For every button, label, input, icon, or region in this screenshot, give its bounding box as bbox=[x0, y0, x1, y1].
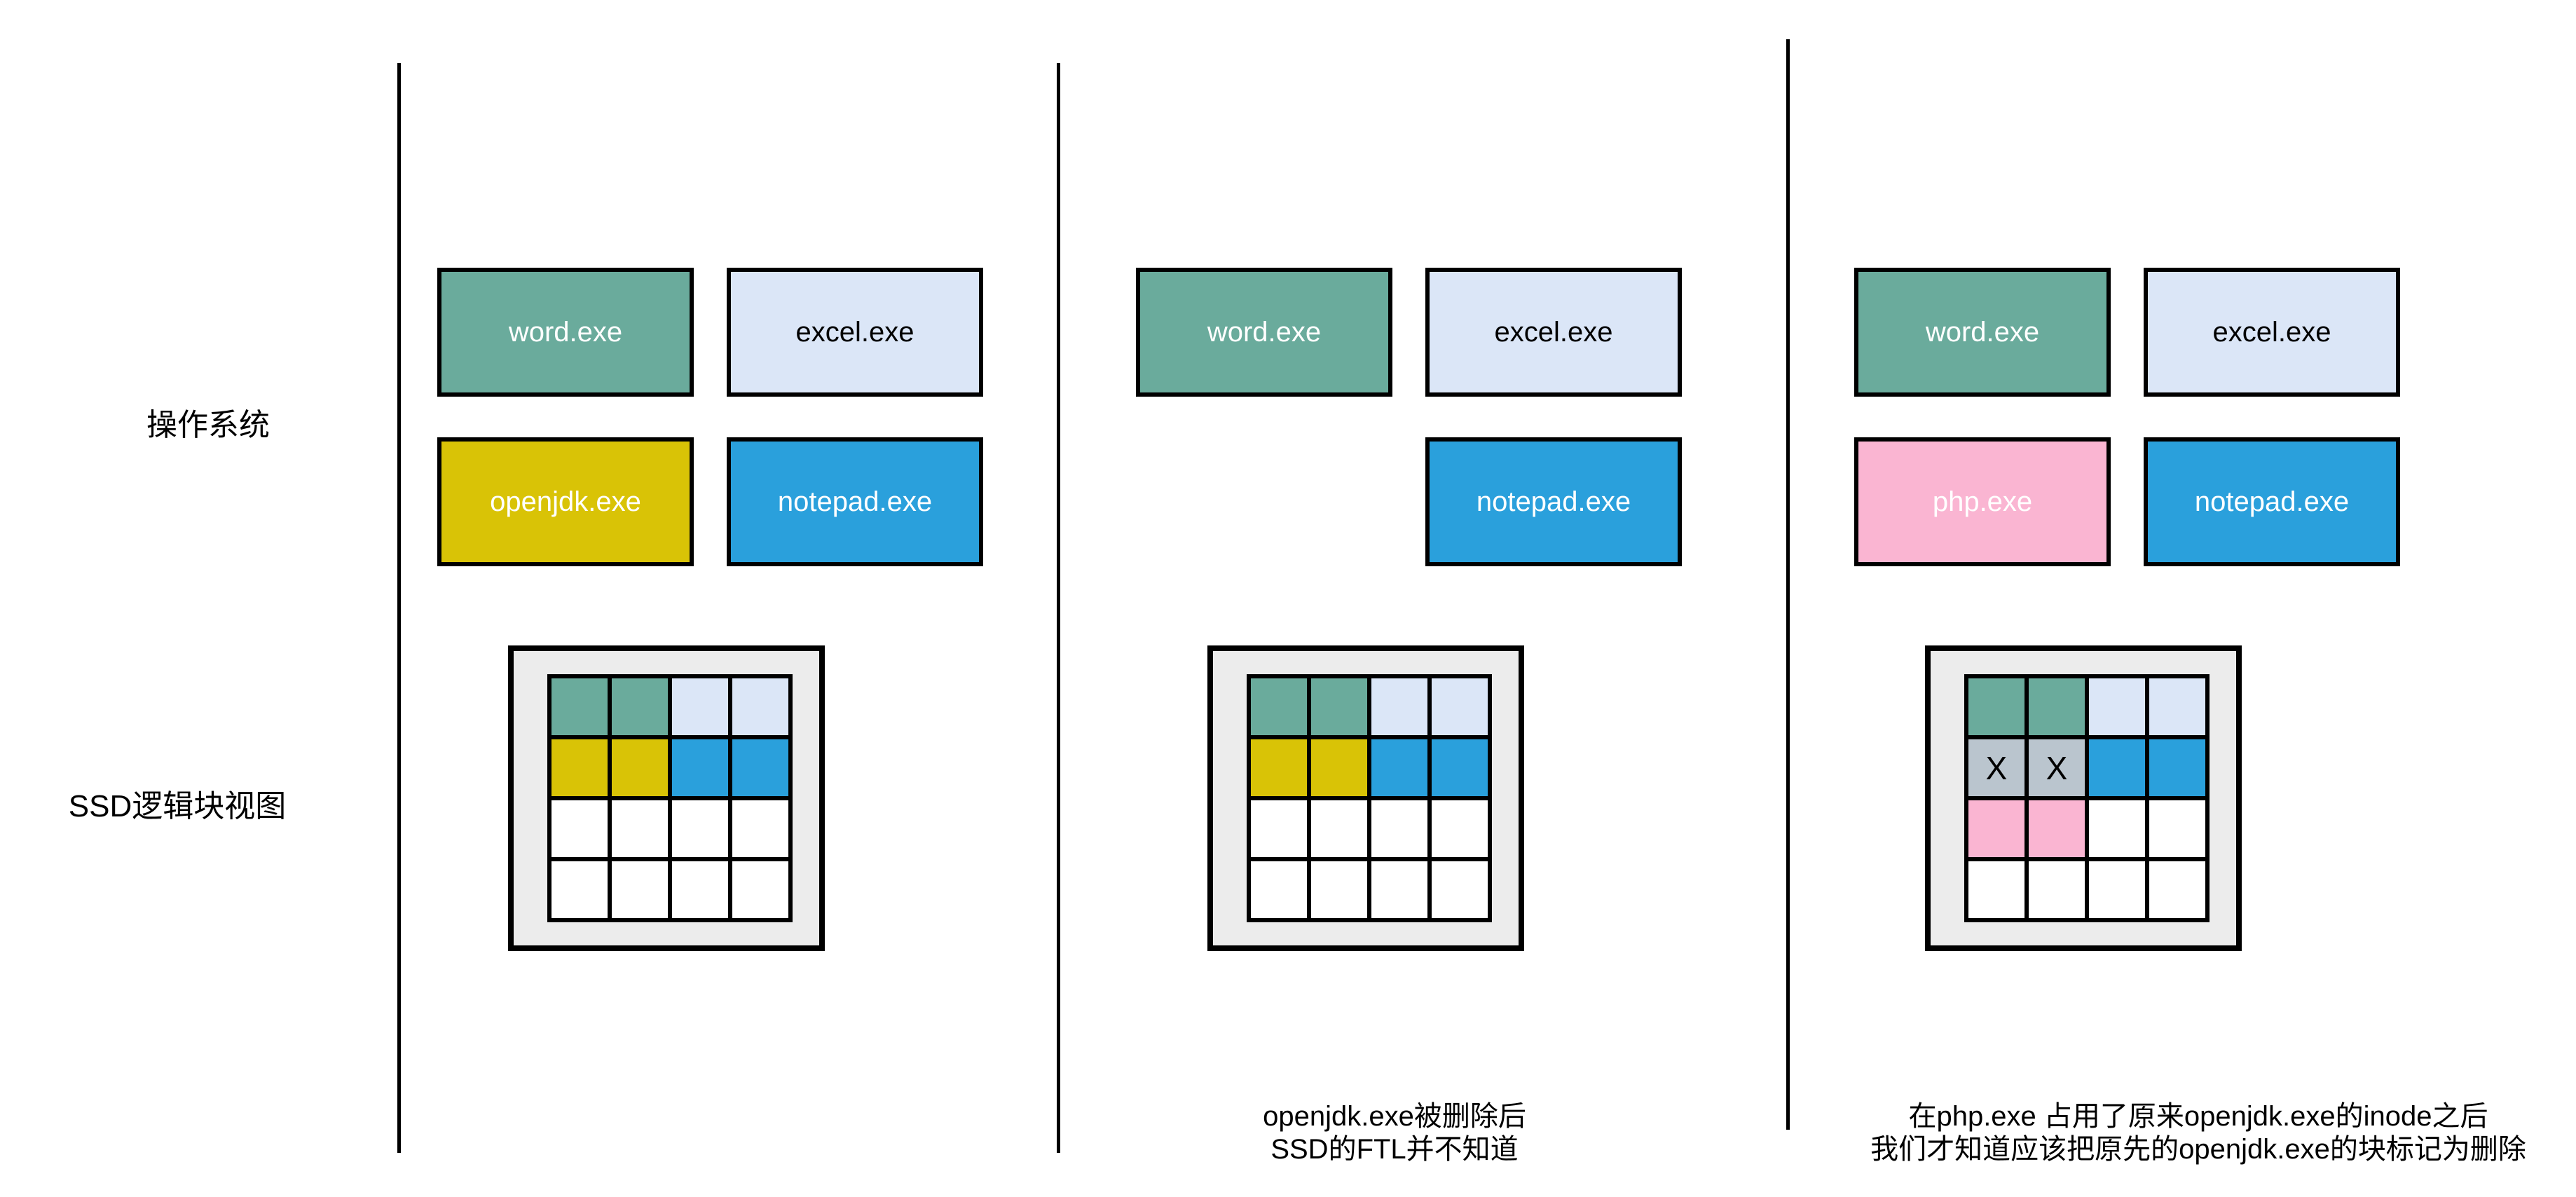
ssd-block-cell-r0c2-excel bbox=[672, 678, 728, 735]
ssd-block-cell-r2c2-empty bbox=[1371, 800, 1427, 857]
caption-line: openjdk.exe被删除后 bbox=[1263, 1101, 1526, 1132]
deleted-x-mark: X bbox=[2046, 749, 2068, 786]
ssd-block-cell-r1c3-notepad bbox=[2149, 739, 2205, 796]
ssd-block-cell-r1c3-notepad bbox=[732, 739, 788, 796]
ssd-block-cell-r2c3-empty bbox=[1432, 800, 1488, 857]
ssd-block-cell-r3c0-empty bbox=[551, 861, 608, 918]
process-box-word-exe: word.exe bbox=[1854, 268, 2111, 397]
ssd-block-cell-r1c1-openjdk bbox=[612, 739, 668, 796]
ssd-block-cell-r2c1-php bbox=[2029, 800, 2085, 857]
caption-line: 我们才知道应该把原先的openjdk.exe的块标记为删除 bbox=[1870, 1134, 2526, 1165]
ssd-block-cell-r3c2-empty bbox=[2089, 861, 2145, 918]
process-box-word-exe: word.exe bbox=[1136, 268, 1392, 397]
os-row-label: 操作系统 bbox=[146, 408, 270, 442]
ssd-block-cell-r2c2-empty bbox=[2089, 800, 2145, 857]
ssd-block-cell-r0c1-word bbox=[2029, 678, 2085, 735]
ssd-block-cell-r1c0-deleted: X bbox=[1968, 739, 2025, 796]
ssd-row-label: SSD逻辑块视图 bbox=[68, 789, 287, 823]
ssd-block-grid bbox=[1247, 674, 1492, 922]
ssd-block-cell-r0c2-excel bbox=[2089, 678, 2145, 735]
process-box-openjdk-exe: openjdk.exe bbox=[437, 437, 694, 566]
ssd-grid-frame bbox=[1207, 645, 1524, 951]
caption-line: SSD的FTL并不知道 bbox=[1270, 1134, 1519, 1165]
ssd-block-cell-r3c3-empty bbox=[1432, 861, 1488, 918]
ssd-block-cell-r3c1-empty bbox=[612, 861, 668, 918]
ssd-block-cell-r1c2-notepad bbox=[672, 739, 728, 796]
panel-divider-3 bbox=[1786, 39, 1790, 1130]
ssd-block-cell-r1c2-notepad bbox=[2089, 739, 2145, 796]
panel-caption: 在php.exe 占用了原来openjdk.exe的inode之后我们才知道应该… bbox=[1870, 1100, 2526, 1166]
process-box-notepad-exe: notepad.exe bbox=[727, 437, 983, 566]
ssd-block-cell-r2c3-empty bbox=[732, 800, 788, 857]
ssd-block-cell-r3c1-empty bbox=[2029, 861, 2085, 918]
ssd-block-cell-r3c0-empty bbox=[1968, 861, 2025, 918]
ssd-block-cell-r3c3-empty bbox=[732, 861, 788, 918]
ssd-block-cell-r0c0-word bbox=[1968, 678, 2025, 735]
process-box-excel-exe: excel.exe bbox=[2144, 268, 2400, 397]
caption-line: 在php.exe 占用了原来openjdk.exe的inode之后 bbox=[1908, 1101, 2488, 1132]
ssd-block-cell-r3c2-empty bbox=[672, 861, 728, 918]
ssd-block-cell-r1c0-openjdk bbox=[1251, 739, 1307, 796]
process-box-notepad-exe: notepad.exe bbox=[1425, 437, 1682, 566]
ssd-block-cell-r1c1-deleted: X bbox=[2029, 739, 2085, 796]
ssd-block-cell-r2c0-php bbox=[1968, 800, 2025, 857]
ssd-block-cell-r2c0-empty bbox=[1251, 800, 1307, 857]
ssd-block-cell-r3c3-empty bbox=[2149, 861, 2205, 918]
ssd-grid-frame bbox=[508, 645, 825, 951]
deleted-x-mark: X bbox=[1985, 749, 2008, 786]
ssd-block-cell-r1c0-openjdk bbox=[551, 739, 608, 796]
ssd-block-cell-r0c1-word bbox=[1311, 678, 1367, 735]
ssd-block-cell-r1c3-notepad bbox=[1432, 739, 1488, 796]
panel-divider-1 bbox=[397, 63, 401, 1153]
ssd-block-cell-r3c0-empty bbox=[1251, 861, 1307, 918]
process-box-word-exe: word.exe bbox=[437, 268, 694, 397]
ssd-block-cell-r2c0-empty bbox=[551, 800, 608, 857]
ssd-block-cell-r2c1-empty bbox=[1311, 800, 1367, 857]
ssd-block-cell-r3c1-empty bbox=[1311, 861, 1367, 918]
ssd-block-cell-r0c3-excel bbox=[732, 678, 788, 735]
ssd-block-grid bbox=[547, 674, 793, 922]
ssd-block-cell-r2c2-empty bbox=[672, 800, 728, 857]
ssd-block-cell-r2c3-empty bbox=[2149, 800, 2205, 857]
ssd-block-cell-r2c1-empty bbox=[612, 800, 668, 857]
ssd-block-cell-r0c2-excel bbox=[1371, 678, 1427, 735]
ssd-block-cell-r1c1-openjdk bbox=[1311, 739, 1367, 796]
ssd-block-cell-r0c1-word bbox=[612, 678, 668, 735]
panel-divider-2 bbox=[1057, 63, 1060, 1153]
ssd-block-cell-r0c0-word bbox=[551, 678, 608, 735]
ssd-block-cell-r3c2-empty bbox=[1371, 861, 1427, 918]
ssd-block-cell-r0c3-excel bbox=[1432, 678, 1488, 735]
process-box-excel-exe: excel.exe bbox=[1425, 268, 1682, 397]
process-box-php-exe: php.exe bbox=[1854, 437, 2111, 566]
process-box-excel-exe: excel.exe bbox=[727, 268, 983, 397]
ssd-block-cell-r0c0-word bbox=[1251, 678, 1307, 735]
ssd-block-cell-r1c2-notepad bbox=[1371, 739, 1427, 796]
process-box-notepad-exe: notepad.exe bbox=[2144, 437, 2400, 566]
ssd-block-cell-r0c3-excel bbox=[2149, 678, 2205, 735]
